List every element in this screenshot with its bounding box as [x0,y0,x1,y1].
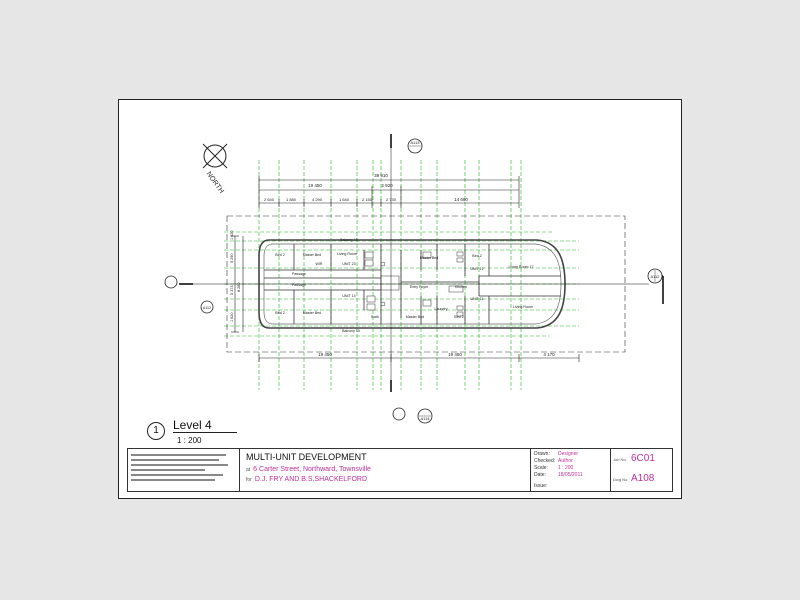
room-bed2-right-bot: Bed 2 [454,315,463,319]
dim-overall-top: 39 910 [374,173,388,178]
floor-plan: NORTH [164,134,664,424]
room-wir-top: WIR [316,262,323,266]
title-block-meta: Drawn:Designer Checked:Author Scale:1 : … [530,449,610,491]
issue-row: Issue: [534,483,548,489]
room-passage-top: Passage [292,272,306,276]
room-master-bed-right-bot: Master Bed [406,315,424,319]
room-master-bed-right-top: Master Bed [420,256,438,260]
project-title: MULTI-UNIT DEVELOPMENT [246,452,367,462]
room-unit-right-top: UNIT 12 [470,267,483,271]
svg-text:A112: A112 [650,274,660,279]
section-marker-left: A112 [200,300,214,314]
section-marker-right: A112 [647,268,663,284]
room-unit-top: UNIT 23 [342,262,355,266]
view-scale: 1 : 200 [177,436,202,445]
title-block-notes [128,449,240,491]
section-marker-bottom: A114 [417,408,433,424]
room-balcony-top: Balcony 15 [340,238,358,242]
room-bath: Bath [371,315,378,319]
room-unit-right-bot: UNIT 11 [470,297,483,301]
dim-left-total: 8 280 [237,282,241,292]
dim-left-2: 5 290 [230,253,234,263]
room-balcony-bot: Balcony 15 [342,329,360,333]
dim-bottom-right: 4 170 [543,352,555,357]
room-master-bed-left-top: Master Bed [303,253,321,257]
dim-top-mid: 2 920 [381,183,393,188]
north-label: NORTH [205,171,225,195]
room-unit-bot: UNIT 14 [342,294,355,298]
view-number: 1 [147,422,165,440]
building-outline [258,239,566,329]
svg-text:A114: A114 [420,416,430,421]
dim-chain-6: 2 730 [386,197,397,202]
dim-top-left: 19 450 [308,183,322,188]
room-master-bed-left-bot: Master Bed [303,311,321,315]
room-bed2-left-top: Bed 2 [275,253,284,257]
dim-top-right: 14 660 [454,197,468,202]
dim-left-1: 1 620 [230,230,234,240]
grid-bubble-left [164,275,178,289]
room-entry-foyer: Entry Foyer [410,285,429,289]
grid-lines [224,160,579,390]
room-kitchen: Kitchen [455,285,467,289]
drawn-row: Drawn:Designer [534,451,579,457]
dim-left-3: 5 373 [230,285,234,295]
room-bed2-left-bot: Bed 2 [275,311,284,315]
job-number: Job No.6C01 [613,453,655,464]
interior-walls [264,244,561,324]
view-name: Level 4 [173,418,237,433]
title-block-ids: Job No.6C01 Dwg No.A108 [610,449,672,491]
dim-bottom-left: 19 450 [318,352,332,357]
dim-left-4: 1 620 [230,312,234,322]
svg-text:A113: A113 [410,140,420,145]
room-living-top: Living Room [337,252,357,256]
fixtures [364,251,464,317]
view-title: 1 Level 4 1 : 200 [147,418,267,446]
svg-text:A112: A112 [203,306,211,310]
dim-chain-3: 4 290 [312,197,323,202]
checked-row: Checked:Author [534,458,573,464]
dimension-lines [231,176,580,362]
dim-chain-5: 2 150 [362,197,373,202]
section-marker-top: A113 [407,138,423,154]
scale-row: Scale:1 : 200 [534,465,574,471]
drawing-sheet: NORTH [118,99,682,499]
grid-bubble-bottom [392,407,406,421]
dim-bottom-mid: 19 450 [448,352,462,357]
date-row: Date:18/05/2011 [534,472,583,478]
room-living-right-top: Living Room 17 [509,265,534,269]
room-laundry: Laundry [435,307,448,311]
dim-chain-4: 1 640 [339,197,350,202]
room-passage-mid: Passage [292,283,306,287]
room-bed2-right-top: Bed 2 [472,254,481,258]
drawing-number: Dwg No.A108 [613,473,655,484]
dim-chain-2: 1 880 [286,197,297,202]
room-living-right-bot: Living Room [513,305,533,309]
north-arrow-icon [202,143,228,169]
dim-chain-1: 2 640 [264,197,275,202]
